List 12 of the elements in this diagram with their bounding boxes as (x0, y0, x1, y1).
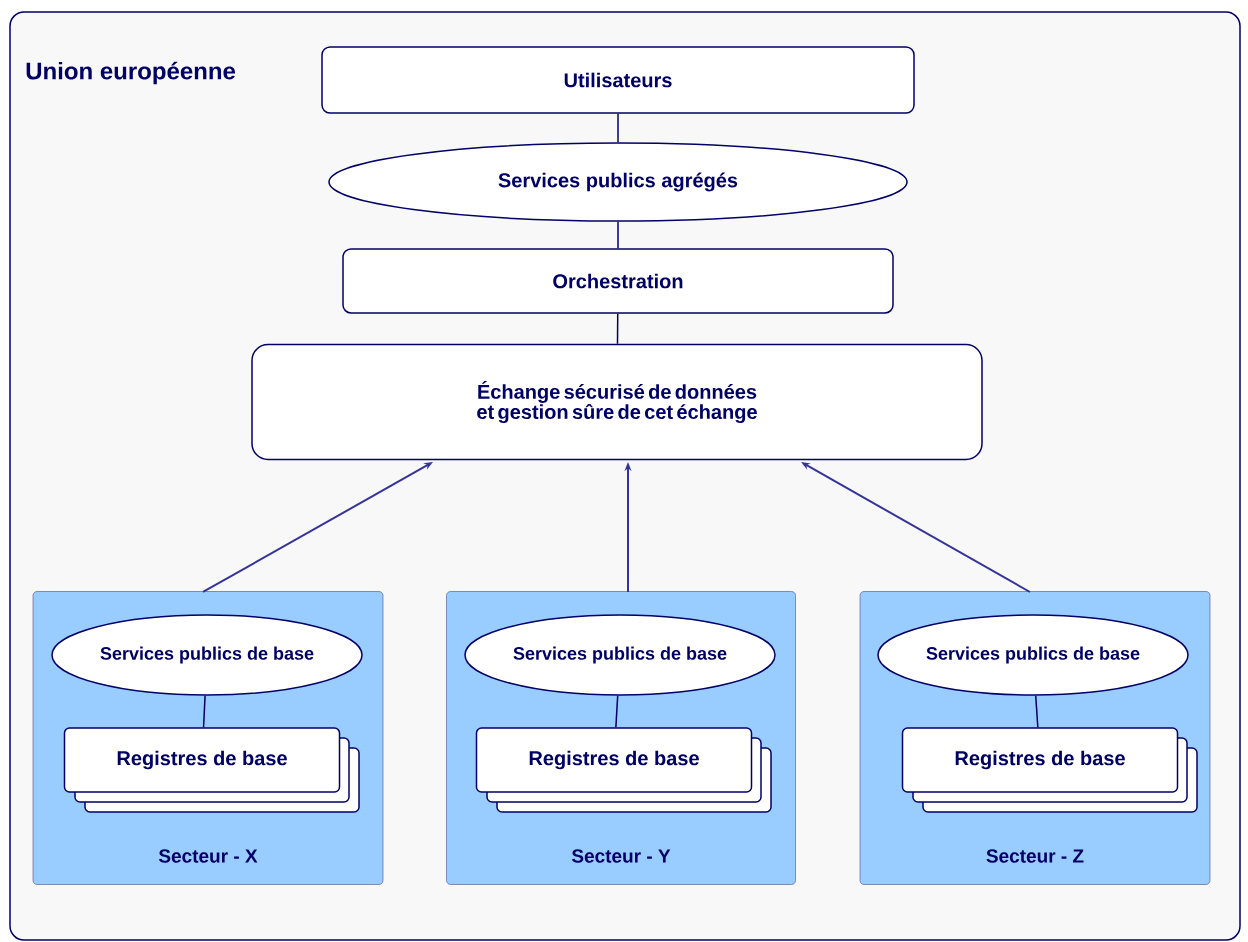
process-box: Orchestration (342, 248, 894, 314)
stacked-register-box: Registres de base (63, 727, 360, 813)
connector-line (617, 113, 619, 143)
connector-line (202, 695, 206, 728)
connector-line (616, 313, 619, 345)
connector-line (1034, 695, 1039, 728)
stacked-register-box: Registres de base (475, 727, 772, 813)
connector-line (615, 695, 619, 728)
process-box: Utilisateurs (321, 46, 915, 114)
process-box: Échange sécurisé de données et gestion sûre de cet échange (251, 343, 983, 461)
stacked-register-box: Registres de base (901, 727, 1198, 813)
connector-line (617, 221, 619, 249)
